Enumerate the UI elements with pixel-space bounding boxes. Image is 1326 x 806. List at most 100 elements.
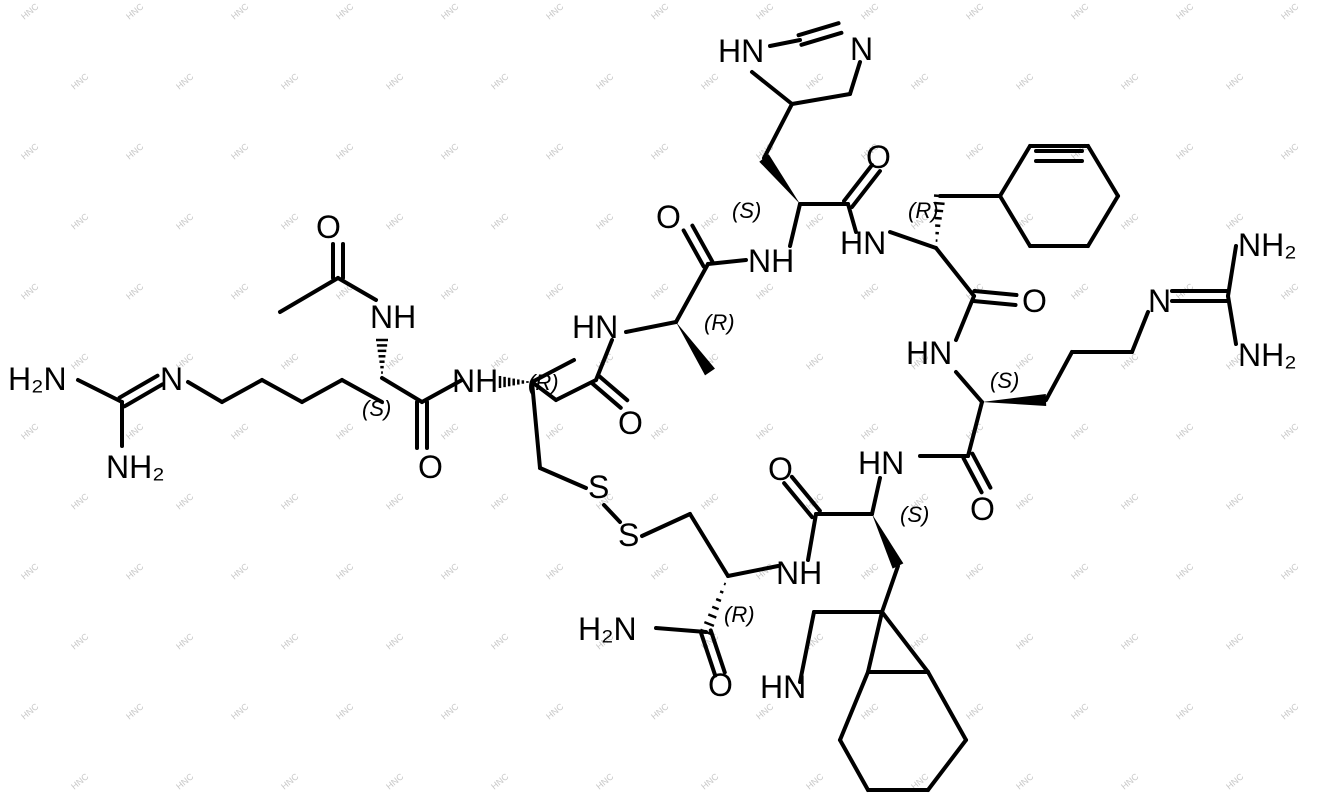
watermark-text: HNC xyxy=(124,141,146,162)
watermark-text: HNC xyxy=(699,211,721,232)
watermark-text: HNC xyxy=(279,71,301,92)
amide-oxygen: O xyxy=(708,667,733,703)
watermark-text: HNC xyxy=(964,701,986,722)
disulfide-s1: S xyxy=(588,469,609,505)
cys1-carbonyl-oxygen: O xyxy=(618,405,643,441)
watermark-text: HNC xyxy=(334,421,356,442)
imid-ring xyxy=(792,94,850,104)
arg2-wedge-chain xyxy=(982,394,1046,406)
indole-ring xyxy=(928,740,966,790)
watermark-text: HNC xyxy=(69,631,91,652)
watermark-text: HNC xyxy=(279,631,301,652)
watermark-text: HNC xyxy=(489,211,511,232)
indole-ring xyxy=(928,672,966,740)
hash-stroke xyxy=(704,622,714,626)
arg1-chain xyxy=(262,380,302,402)
indole-hn: HN xyxy=(760,669,806,705)
watermark-text: HNC xyxy=(124,421,146,442)
watermark-text: HNC xyxy=(1069,421,1091,442)
watermark-text: HNC xyxy=(649,281,671,302)
watermark-text: HNC xyxy=(1119,71,1141,92)
watermark-text: HNC xyxy=(489,71,511,92)
watermark-text: HNC xyxy=(334,1,356,22)
phe-c=o xyxy=(974,301,1016,305)
watermark-text: HNC xyxy=(1069,701,1091,722)
watermark-text: HNC xyxy=(1279,701,1301,722)
watermark-text: HNC xyxy=(1279,421,1301,442)
watermark-text: HNC xyxy=(384,71,406,92)
guanidine-right-nh2-top: NH₂ xyxy=(1238,227,1297,263)
watermark-text: HNC xyxy=(489,771,511,792)
his-c=o xyxy=(852,171,880,207)
phe-carbonyl-oxygen: O xyxy=(1022,283,1047,319)
watermark-text: HNC xyxy=(544,561,566,582)
watermark-text: HNC xyxy=(69,351,91,372)
watermark-text: HNC xyxy=(384,351,406,372)
phe-ca-co xyxy=(936,248,974,296)
watermark-text: HNC xyxy=(69,491,91,512)
watermark-text: HNC xyxy=(384,491,406,512)
stereo-label-cys2: (R) xyxy=(724,602,755,627)
watermark-text: HNC xyxy=(649,421,671,442)
watermark-text: HNC xyxy=(384,211,406,232)
watermark-text: HNC xyxy=(229,281,251,302)
guanidine-left-nh2-top: H₂N xyxy=(8,361,67,397)
watermark-text: HNC xyxy=(19,281,41,302)
watermark-text: HNC xyxy=(909,71,931,92)
watermark-text: HNC xyxy=(594,771,616,792)
stereo-label-cys1: (R) xyxy=(528,370,559,395)
watermark-text: HNC xyxy=(69,71,91,92)
watermark-text: HNC xyxy=(859,421,881,442)
watermark-text: HNC xyxy=(1119,491,1141,512)
watermark-text: HNC xyxy=(1174,1,1196,22)
trp-hn: HN xyxy=(858,445,904,481)
watermark-text: HNC xyxy=(1069,561,1091,582)
watermark-text: HNC xyxy=(124,701,146,722)
watermark-text: HNC xyxy=(859,281,881,302)
watermark-text: HNC xyxy=(1069,1,1091,22)
ala-c=o xyxy=(692,226,712,262)
watermark-text: HNC xyxy=(859,701,881,722)
watermark-text: HNC xyxy=(804,71,826,92)
his-cb-ring xyxy=(764,104,792,158)
watermark-text: HNC xyxy=(544,1,566,22)
watermark-text: HNC xyxy=(859,561,881,582)
disulfide-s2: S xyxy=(618,517,639,553)
cys1-c=o xyxy=(593,384,621,408)
guan-left-c=n xyxy=(125,384,163,406)
watermark-text: HNC xyxy=(964,561,986,582)
watermark-text: HNC xyxy=(1069,281,1091,302)
watermark-text: HNC xyxy=(649,1,671,22)
arg1-chain xyxy=(188,382,222,402)
cys1-hashed-nh xyxy=(500,376,527,388)
watermark-text: HNC xyxy=(69,211,91,232)
guan-left-c=n xyxy=(119,376,157,398)
watermark-text: HNC xyxy=(69,771,91,792)
watermark-text: HNC xyxy=(229,421,251,442)
acetyl-nh: NH xyxy=(370,299,416,335)
watermark-text: HNC xyxy=(19,141,41,162)
watermark-text: HNC xyxy=(754,421,776,442)
trp-co-n xyxy=(808,514,816,560)
arg2-chain xyxy=(1046,352,1072,400)
watermark-text: HNC xyxy=(1224,491,1246,512)
phe-c=o xyxy=(974,291,1016,295)
watermark-text: HNC xyxy=(804,771,826,792)
guanidine-right-imine-n: N xyxy=(1148,283,1171,319)
watermark-text: HNC xyxy=(1174,141,1196,162)
watermark-text: HNC xyxy=(1119,771,1141,792)
watermark-text: HNC xyxy=(1014,631,1036,652)
guan-left-c-nh2 xyxy=(78,380,122,402)
watermark-text: HNC xyxy=(544,141,566,162)
indole-ring xyxy=(840,740,868,790)
watermark-text: HNC xyxy=(1174,561,1196,582)
watermark-text: HNC xyxy=(1014,771,1036,792)
cys1-co xyxy=(556,380,596,400)
phe-ring xyxy=(1088,146,1118,196)
watermark-text: HNC xyxy=(124,281,146,302)
stereo-label-arg1: (S) xyxy=(362,396,391,421)
watermark-text: HNC xyxy=(174,491,196,512)
his-n-ca xyxy=(790,204,800,246)
cys1-nh: NH xyxy=(452,363,498,399)
watermark-text: HNC xyxy=(859,1,881,22)
